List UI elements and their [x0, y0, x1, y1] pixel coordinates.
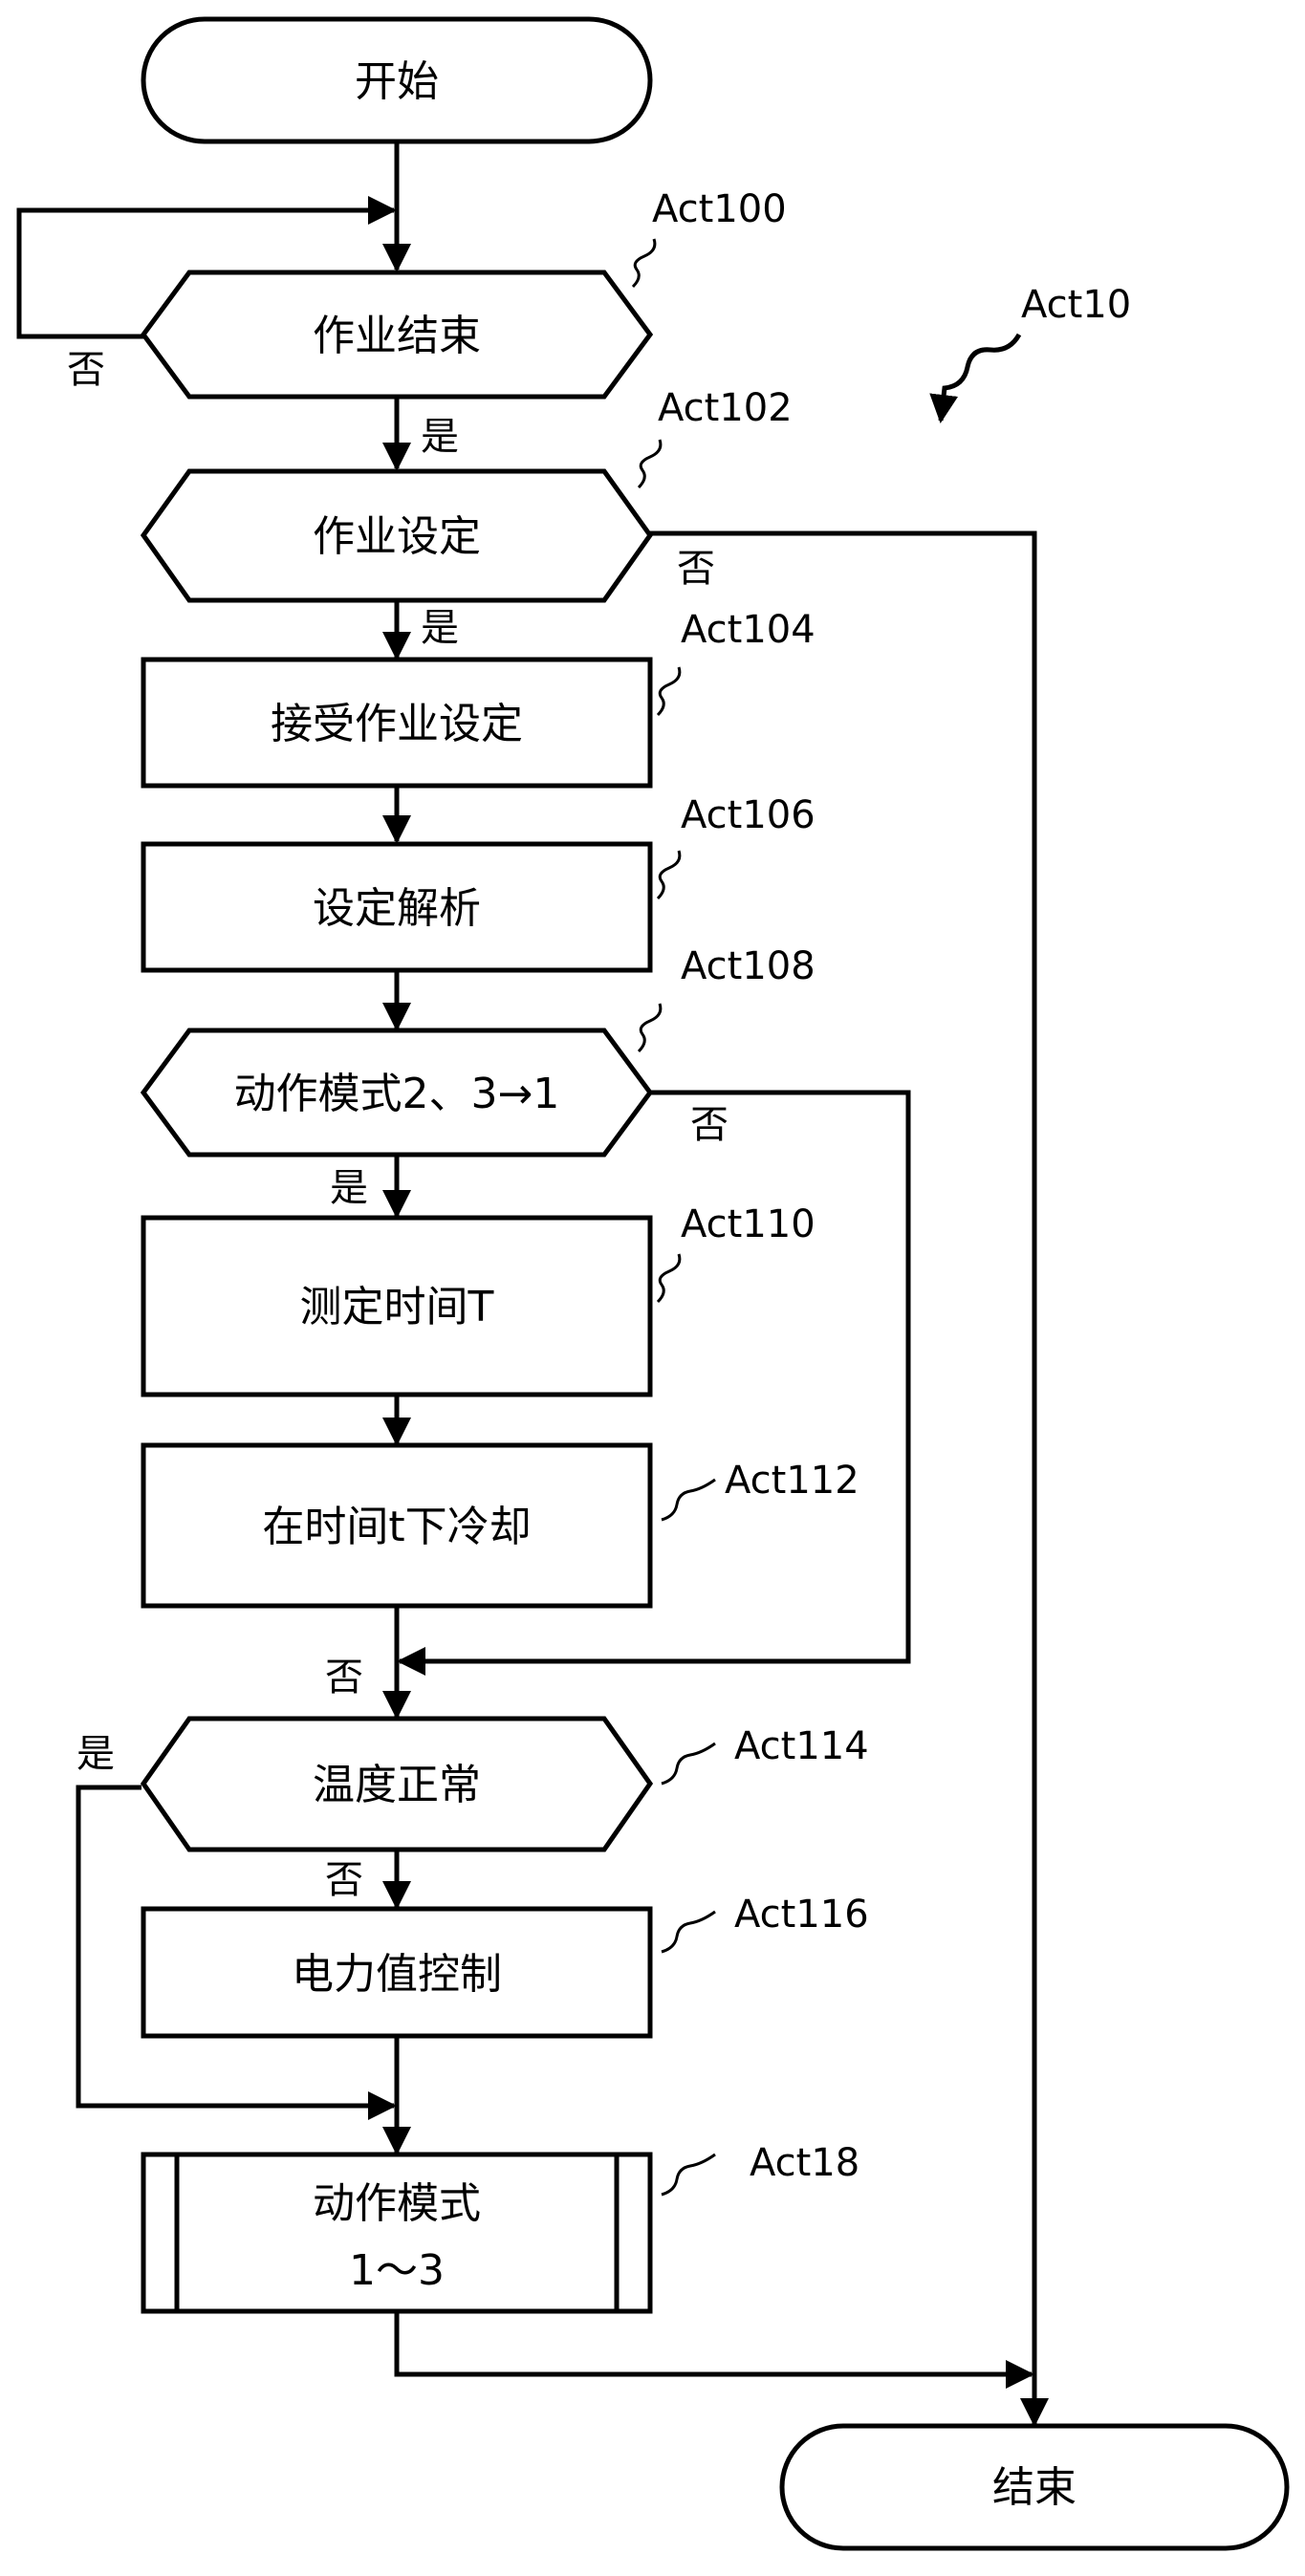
- subprocess-act18-text-line2: 1～3: [349, 2246, 445, 2295]
- ref-act108: Act108: [681, 944, 816, 988]
- connectors: [16, 143, 1049, 2427]
- leader-act18: [661, 2153, 716, 2197]
- start-label: 开始: [355, 57, 439, 106]
- decision-act100: [140, 270, 654, 400]
- branch-act108-no: 否: [690, 1103, 729, 1147]
- start-terminator: [141, 16, 653, 144]
- leader-act106: [656, 850, 682, 900]
- leader-act114: [661, 1742, 716, 1786]
- branch-act114-no: 否: [325, 1858, 363, 1902]
- decision-act102: [140, 468, 654, 603]
- ref-act10: Act10: [1021, 283, 1131, 327]
- leader-act100: [631, 238, 657, 289]
- loop-act100-no: [16, 196, 397, 339]
- branch-act100-no: 否: [67, 348, 105, 392]
- process-act106: [141, 841, 653, 973]
- branch-act114-yes: 是: [76, 1732, 115, 1776]
- process-act106-text: 设定解析: [313, 884, 481, 933]
- decision-act100-text: 作业结束: [313, 312, 481, 360]
- ref-act114: Act114: [734, 1724, 869, 1768]
- process-act110: [141, 1215, 653, 1397]
- end-terminator: [779, 2423, 1290, 2551]
- merge-no-label: 否: [325, 1656, 363, 1699]
- branch-act102-no: 否: [677, 547, 715, 591]
- leader-act104: [656, 666, 682, 717]
- branch-act102-yes: 是: [421, 606, 459, 650]
- decision-act108: [140, 1028, 654, 1158]
- branch-act108-yes: 是: [330, 1166, 368, 1210]
- ref-act18: Act18: [750, 2141, 859, 2185]
- leader-act116: [661, 1910, 716, 1954]
- leader-act10-arrow: [929, 333, 1022, 423]
- ref-act100: Act100: [652, 187, 787, 231]
- ref-act104: Act104: [681, 608, 816, 652]
- subprocess-act18-text-line1: 动作模式: [313, 2179, 481, 2228]
- end-label: 结束: [992, 2463, 1077, 2512]
- leader-act102: [637, 439, 663, 489]
- decision-act102-text: 作业设定: [313, 512, 481, 561]
- ref-act116: Act116: [734, 1893, 869, 1937]
- process-act104: [141, 657, 653, 789]
- rail-act102-no-to-end: [650, 530, 1049, 2427]
- decision-act114-text: 温度正常: [313, 1761, 481, 1809]
- ref-act102: Act102: [658, 386, 793, 430]
- rail-act108-no-to-merge: [397, 1090, 911, 1676]
- process-act110-text: 测定时间T: [300, 1283, 494, 1331]
- process-act116-text: 电力值控制: [292, 1950, 502, 1999]
- decision-act114: [140, 1716, 654, 1852]
- subprocess-act18: [141, 2152, 653, 2314]
- ref-act110: Act110: [681, 1202, 816, 1246]
- process-act104-text: 接受作业设定: [271, 700, 523, 748]
- leader-act112: [661, 1478, 716, 1522]
- leader-act108: [637, 1003, 663, 1053]
- branch-act100-yes: 是: [421, 415, 459, 459]
- process-act112-text: 在时间t下冷却: [262, 1503, 531, 1551]
- decision-act108-text: 动作模式2、3→1: [234, 1070, 560, 1118]
- ref-act112: Act112: [725, 1459, 859, 1503]
- process-act116: [141, 1906, 653, 2039]
- rail-act114-yes-bypass: [76, 1785, 397, 2120]
- leader-act110: [656, 1253, 682, 1304]
- ref-act106: Act106: [681, 793, 816, 837]
- process-act112: [141, 1442, 653, 1609]
- arrow-act18-to-end: [394, 2311, 1034, 2389]
